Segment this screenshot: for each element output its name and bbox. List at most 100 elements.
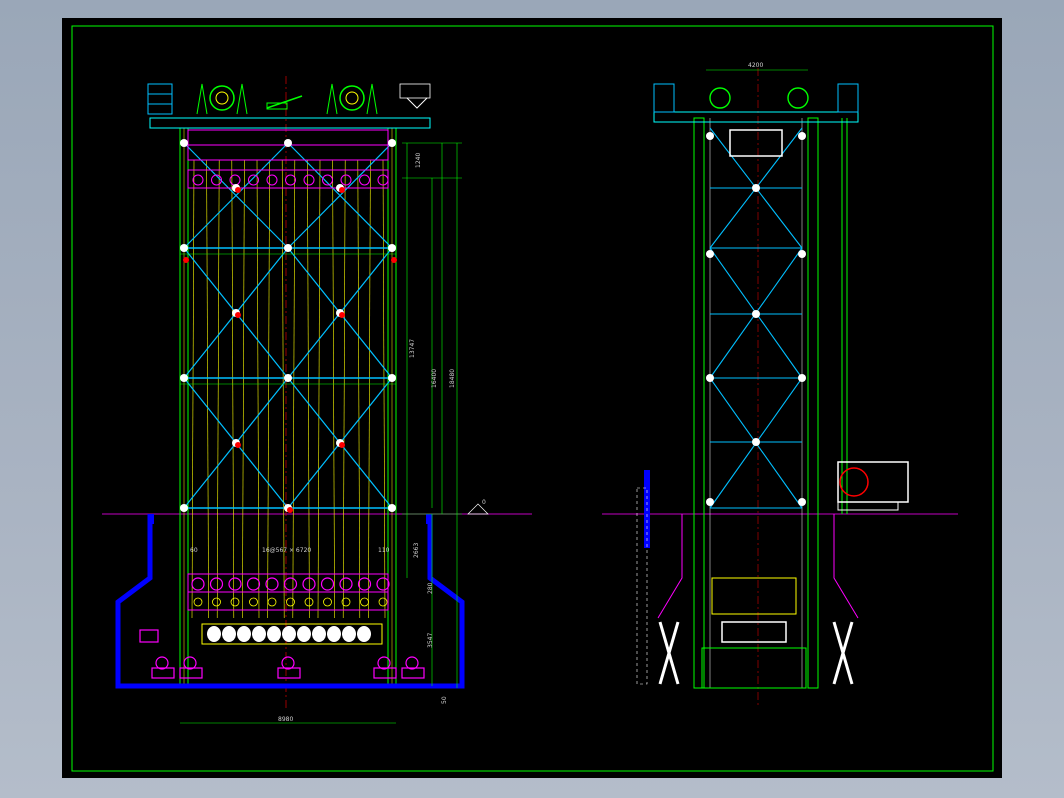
bottom-drive-units (139, 629, 425, 679)
cable-string (281, 159, 285, 619)
red-marker-node (339, 442, 345, 448)
cable-string (206, 159, 209, 619)
upper-roller (229, 174, 241, 186)
red-marker-node (235, 187, 241, 193)
dim-span-inner: 13747 (409, 339, 416, 358)
lower-roller (246, 577, 261, 591)
joint-node (798, 498, 806, 506)
dim-left-offset: 60 (190, 547, 198, 554)
lower-roller-inner (267, 597, 277, 607)
joint-node (284, 244, 292, 252)
dim-base-width: 8980 (278, 716, 293, 723)
bottom-block (312, 626, 326, 642)
top-winch-platform (147, 83, 431, 129)
dim-top-width: 4200 (748, 62, 763, 69)
red-marker-node (391, 257, 397, 263)
joint-node (798, 250, 806, 258)
joint-node (706, 132, 714, 140)
bottom-block (267, 626, 281, 642)
lower-roller (339, 577, 353, 591)
lower-roller (191, 577, 205, 591)
red-marker-node (339, 187, 345, 193)
lower-roller-inner (304, 597, 314, 607)
joint-node (388, 504, 396, 512)
front-dimension-lines (180, 142, 462, 724)
joint-node (388, 244, 396, 252)
lower-roller-inner (360, 597, 369, 607)
joint-node (706, 498, 714, 506)
lower-roller-inner (212, 597, 221, 607)
red-marker-node (235, 312, 241, 318)
joint-node (180, 139, 188, 147)
joint-node (388, 139, 396, 147)
dim-height-total: 18480 (449, 369, 456, 388)
cable-string (317, 159, 321, 619)
joint-node (706, 374, 714, 382)
lower-roller-inner (249, 597, 258, 607)
pit-wall-cap-left (148, 514, 154, 524)
dim-bottom-offset: 50 (441, 696, 448, 704)
lower-roller (320, 577, 335, 591)
side-pit-structure (636, 470, 859, 685)
joint-node (798, 374, 806, 382)
cable-string (231, 159, 235, 619)
dim-pit-depth-2: 280 (427, 582, 434, 594)
red-marker-node (339, 312, 345, 318)
lower-roller (228, 577, 242, 591)
joint-node (752, 438, 760, 446)
joint-node (180, 504, 188, 512)
joint-nodes (180, 132, 806, 513)
upper-roller (266, 174, 278, 186)
lower-roller-inner (286, 597, 295, 607)
foundation-pit (115, 514, 465, 689)
drawing-border (71, 25, 994, 772)
bottom-block (252, 626, 266, 642)
dimension-labels: 1240 13747 16400 18480 2663 280 3547 50 … (190, 62, 763, 723)
bottom-block (357, 626, 371, 642)
dim-spacing: 16@567 × 6720 (262, 547, 311, 554)
bottom-block (222, 626, 236, 642)
upper-roller (285, 174, 296, 186)
bottom-block (282, 626, 296, 642)
joint-node (752, 310, 760, 318)
front-elevation-view (102, 76, 532, 724)
upper-roller (211, 174, 222, 186)
lower-roller-inner (378, 597, 388, 607)
joint-node (180, 244, 188, 252)
cable-string (357, 159, 361, 619)
cable-string (242, 159, 245, 619)
upper-roller (248, 174, 259, 186)
dim-bay-top: 1240 (415, 153, 422, 168)
cad-drawing-canvas[interactable]: 1240 13747 16400 18480 2663 280 3547 50 … (62, 18, 1002, 778)
upper-roller (322, 174, 333, 186)
red-marker-node (235, 442, 241, 448)
upper-roller (377, 174, 389, 186)
lower-roller (283, 577, 298, 591)
joint-node (752, 184, 760, 192)
upper-roller (192, 174, 204, 186)
lower-rollers (191, 577, 390, 642)
ground-level-marker (467, 503, 489, 515)
side-top-winch (653, 69, 859, 157)
joint-node (388, 374, 396, 382)
dim-pit-depth-3: 3547 (427, 633, 434, 648)
lower-roller-inner (341, 597, 351, 607)
bottom-block (297, 626, 311, 642)
joint-node (284, 139, 292, 147)
lower-roller-inner (230, 597, 240, 607)
dim-right-offset: 110 (378, 547, 390, 554)
lower-roller (376, 577, 390, 591)
main-columns (179, 127, 397, 689)
dim-pit-depth-1: 2663 (413, 543, 420, 558)
cable-string (332, 159, 335, 619)
cable-string (307, 159, 310, 619)
joint-node (180, 374, 188, 382)
bottom-block (327, 626, 341, 642)
lower-roller-inner (323, 597, 332, 607)
lower-roller (302, 577, 316, 591)
cable-string (256, 159, 260, 619)
pit-wall-cap-right (426, 514, 432, 524)
cable-strings (191, 159, 386, 619)
drawing-sheet: 1240 13747 16400 18480 2663 280 3547 50 … (62, 18, 1002, 778)
upper-roller (359, 174, 370, 186)
